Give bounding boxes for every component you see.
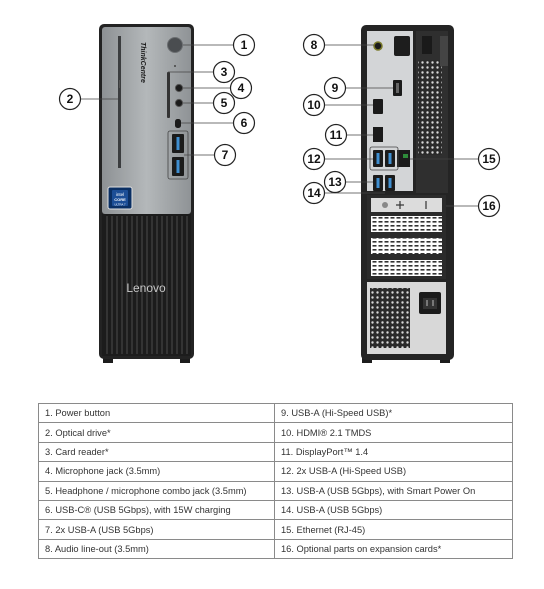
svg-text:11: 11 [330,128,343,142]
svg-text:5: 5 [221,96,228,110]
svg-text:13: 13 [328,175,342,189]
power-button [167,37,183,53]
front-view: Lenovo ThinkCentre intel CORE ULTRA 7 [99,24,194,363]
table-cell: 11. DisplayPort™ 1.4 [274,441,513,463]
svg-text:intel: intel [116,192,124,197]
rear-lower-vent [370,288,410,348]
table-row: 6. USB-C® (USB 5Gbps), with 15W charging… [38,499,513,521]
rear-cover-block [394,36,410,56]
svg-text:8: 8 [311,38,318,52]
intel-badge: intel CORE ULTRA 7 [107,186,133,210]
callouts [80,44,478,207]
displayport-port [373,127,383,142]
table-row: 2. Optical drive* 10. HDMI® 2.1 TMDS [38,422,513,443]
svg-text:12: 12 [307,152,321,166]
table-row: 7. 2x USB-A (USB 5Gbps) 15. Ethernet (RJ… [38,519,513,540]
rear-view [361,25,454,363]
callout-6: 6 [232,111,256,135]
usb-c-port [175,119,181,128]
callout-14: 14 [302,181,326,205]
table-cell: 16. Optional parts on expansion cards* [274,538,513,560]
expansion-card-1 [371,198,442,212]
table-row: 1. Power button 9. USB-A (Hi-Speed USB)* [38,402,513,424]
callout-13: 13 [323,170,347,194]
callout-markers: 1 2 3 4 5 6 7 8 [58,33,501,218]
callout-4: 4 [229,76,253,100]
table-row: 8. Audio line-out (3.5mm) 16. Optional p… [38,538,513,560]
callout-8: 8 [302,33,326,57]
svg-text:6: 6 [241,116,248,130]
front-foot-right [180,357,190,363]
table-cell: 2. Optical drive* [38,422,275,443]
table-row: 3. Card reader* 11. DisplayPort™ 1.4 [38,441,513,463]
ethernet-port [397,150,410,167]
svg-text:15: 15 [482,152,496,166]
table-cell: 15. Ethernet (RJ-45) [274,519,513,540]
callout-3: 3 [212,60,236,84]
svg-text:10: 10 [307,98,321,112]
callout-11: 11 [324,123,348,147]
callout-2: 2 [58,87,82,111]
table-cell: 13. USB-A (USB 5Gbps), with Smart Power … [274,480,513,501]
table-cell: 14. USB-A (USB 5Gbps) [274,499,513,521]
front-lower-grille [102,214,191,356]
svg-text:7: 7 [222,148,229,162]
audio-line-out [373,41,383,51]
combo-jack [174,98,184,108]
expansion-card-4 [371,260,442,276]
callout-15: 15 [477,147,501,171]
svg-text:CORE: CORE [114,197,126,202]
table-cell: 1. Power button [38,402,275,424]
optical-drive-slot [118,36,121,168]
callout-12: 12 [302,147,326,171]
svg-text:1: 1 [241,38,248,52]
callout-16: 16 [477,194,501,218]
table-cell: 12. 2x USB-A (Hi-Speed USB) [274,461,513,482]
table-cell: 9. USB-A (Hi-Speed USB)* [274,402,513,424]
expansion-card-2 [371,216,442,232]
front-foot-left [103,357,113,363]
callout-5: 5 [212,91,236,115]
table-cell: 8. Audio line-out (3.5mm) [38,538,275,560]
power-led [174,65,176,67]
card-reader-slot [167,72,170,118]
svg-text:2: 2 [67,92,74,106]
expansion-card-3 [371,238,442,254]
callout-9: 9 [323,76,347,100]
svg-text:14: 14 [307,186,321,200]
port-legend-table: 1. Power button 9. USB-A (Hi-Speed USB)*… [38,402,513,560]
thinkcentre-logo: ThinkCentre [139,42,146,83]
svg-text:3: 3 [221,65,228,79]
svg-text:ULTRA 7: ULTRA 7 [114,203,126,207]
table-row: 4. Microphone jack (3.5mm) 12. 2x USB-A … [38,461,513,482]
callout-1: 1 [232,33,256,57]
table-cell: 4. Microphone jack (3.5mm) [38,461,275,482]
lenovo-logo: Lenovo [126,281,166,295]
table-row: 5. Headphone / microphone combo jack (3.… [38,480,513,501]
svg-text:4: 4 [238,81,245,95]
svg-text:9: 9 [332,81,339,95]
hdmi-port [373,99,383,114]
callout-7: 7 [213,143,237,167]
table-cell: 7. 2x USB-A (USB 5Gbps) [38,519,275,540]
callout-10: 10 [302,93,326,117]
table-cell: 6. USB-C® (USB 5Gbps), with 15W charging [38,499,275,521]
table-cell: 3. Card reader* [38,441,275,463]
table-cell: 5. Headphone / microphone combo jack (3.… [38,480,275,501]
microphone-jack [174,83,184,93]
product-diagram: Lenovo ThinkCentre intel CORE ULTRA 7 [58,24,501,363]
table-cell: 10. HDMI® 2.1 TMDS [274,422,513,443]
rear-fan-grille [418,60,442,155]
svg-text:16: 16 [482,199,496,213]
